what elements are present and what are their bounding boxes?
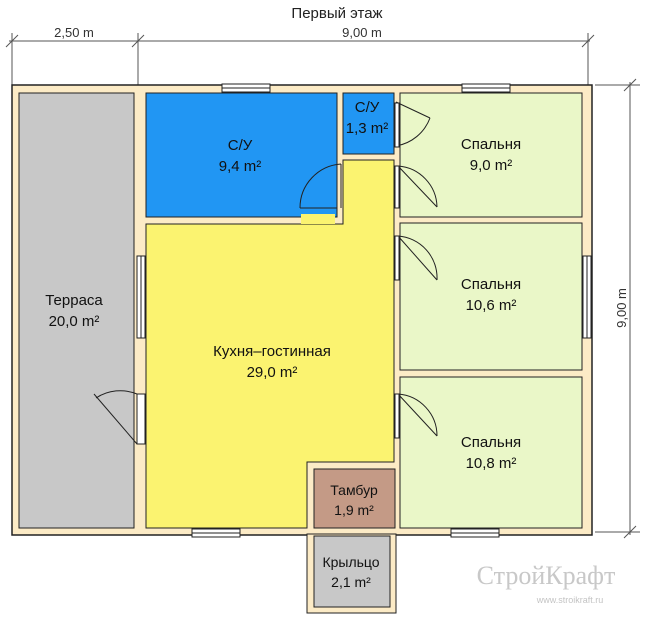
- kitchen-living: [145, 159, 395, 529]
- watermark-logo: СтройКрафт: [477, 561, 616, 590]
- dimension-lines: [5, 33, 640, 539]
- porch: [313, 535, 391, 608]
- living-area: 29,0 m²: [247, 364, 298, 381]
- vestibule-name: Тамбур: [330, 482, 378, 498]
- dim-house-depth: 9,00 m: [614, 288, 629, 328]
- bedroom-3-area: 10,8 m²: [466, 455, 517, 472]
- windows: [136, 83, 592, 538]
- porch-name: Крыльцо: [322, 554, 379, 570]
- bath-large-name: С/У: [228, 137, 253, 154]
- dim-house-width: 9,00 m: [342, 25, 382, 40]
- bedroom-2: [399, 222, 583, 371]
- bedroom-1: [399, 92, 583, 218]
- living-name: Кухня–гостинная: [213, 343, 331, 360]
- vestibule: [313, 468, 396, 529]
- bath-small-area: 1,3 m²: [346, 120, 389, 137]
- watermark-url: www.stroikraft.ru: [536, 595, 604, 605]
- plan-title: Первый этаж: [291, 5, 382, 22]
- terrace-area: 20,0 m²: [49, 313, 100, 330]
- bathroom-small: [342, 92, 395, 155]
- doors: [93, 101, 438, 445]
- bathroom-large: [145, 92, 338, 218]
- bedroom-1-area: 9,0 m²: [470, 157, 513, 174]
- porch-area: 2,1 m²: [331, 574, 371, 590]
- dim-terrace-width: 2,50 m: [54, 25, 94, 40]
- bedroom-1-name: Спальня: [461, 136, 521, 153]
- bedroom-2-name: Спальня: [461, 276, 521, 293]
- terrace: [18, 92, 135, 529]
- terrace-name: Терраса: [45, 292, 103, 309]
- vestibule-area: 1,9 m²: [334, 502, 374, 518]
- bedroom-3: [399, 376, 583, 529]
- bedroom-2-area: 10,6 m²: [466, 297, 517, 314]
- bath-small-name: С/У: [355, 99, 380, 116]
- bedroom-3-name: Спальня: [461, 434, 521, 451]
- bath-large-area: 9,4 m²: [219, 158, 262, 175]
- room-labels: Терраса 20,0 m² С/У 9,4 m² С/У 1,3 m² Сп…: [45, 99, 521, 590]
